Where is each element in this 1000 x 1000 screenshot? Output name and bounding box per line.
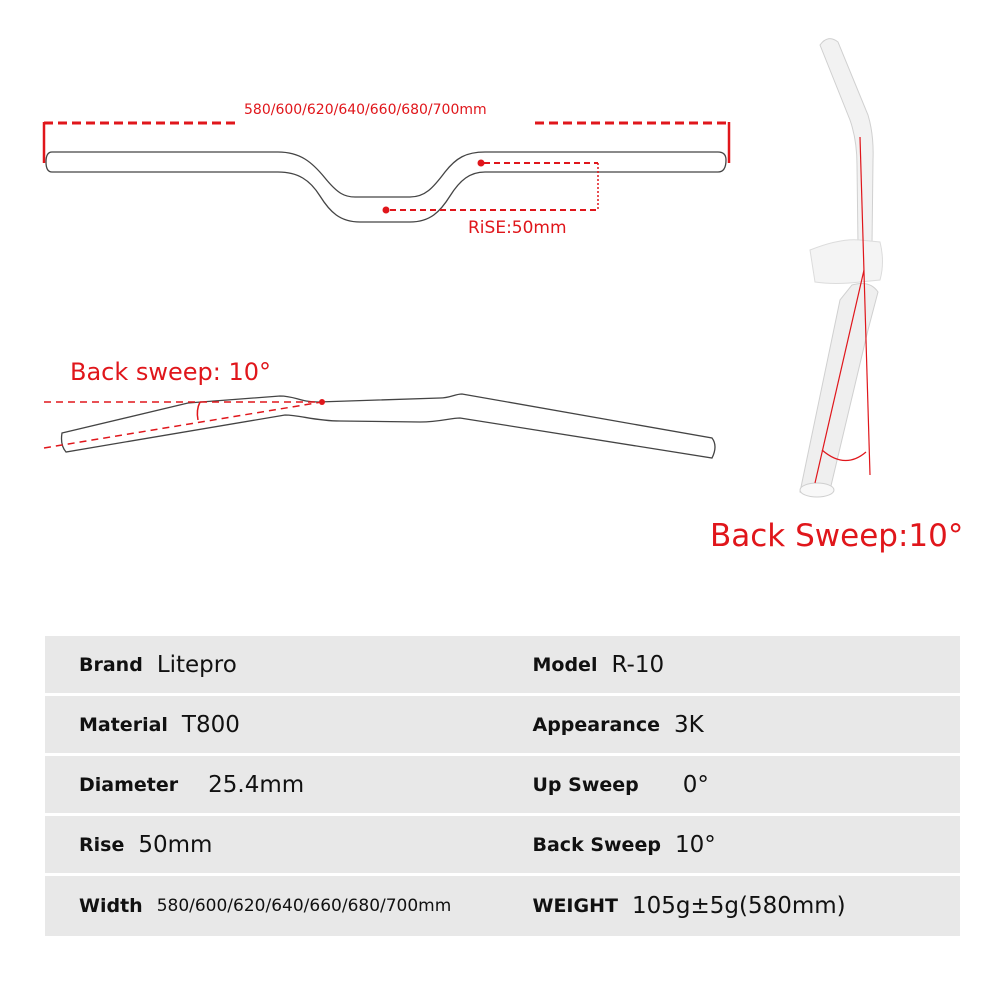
spec-cell-up-sweep: Up Sweep 0° bbox=[503, 772, 961, 798]
spec-cell-brand: Brand Litepro bbox=[45, 652, 503, 678]
spec-cell-rise: Rise 50mm bbox=[45, 832, 503, 858]
spec-value: 3K bbox=[673, 711, 704, 738]
spec-key: Width bbox=[79, 895, 143, 917]
spec-table: Brand Litepro Model R-10 Material T800 A… bbox=[45, 636, 960, 936]
spec-row-diameter-upsweep: Diameter 25.4mm Up Sweep 0° bbox=[45, 756, 960, 813]
spec-cell-model: Model R-10 bbox=[503, 652, 961, 678]
spec-value: 10° bbox=[674, 831, 716, 858]
spec-cell-material: Material T800 bbox=[45, 712, 503, 738]
spec-cell-width: Width 580/600/620/640/660/680/700mm bbox=[45, 895, 503, 917]
spec-value: T800 bbox=[181, 711, 240, 738]
spec-key: Rise bbox=[79, 833, 125, 856]
spec-cell-back-sweep: Back Sweep 10° bbox=[503, 832, 961, 858]
handlebar-drawings bbox=[42, 38, 883, 498]
spec-key: Brand bbox=[79, 653, 143, 676]
width-dimension bbox=[42, 121, 731, 163]
spec-value: 105g±5g(580mm) bbox=[631, 893, 846, 919]
rise-dimension bbox=[382, 159, 599, 214]
spec-row-rise-backsweep: Rise 50mm Back Sweep 10° bbox=[45, 816, 960, 873]
spec-value: R-10 bbox=[611, 651, 665, 678]
handlebar-diagrams: 580/600/620/640/660/680/700mm RiSE:50mm … bbox=[42, 38, 964, 554]
spec-row-material-appearance: Material T800 Appearance 3K bbox=[45, 696, 960, 753]
spec-key: Diameter bbox=[79, 773, 179, 796]
spec-key: WEIGHT bbox=[532, 895, 618, 917]
back-sweep-angle-side bbox=[814, 136, 871, 484]
width-range-label: 580/600/620/640/660/680/700mm bbox=[244, 102, 487, 118]
spec-cell-appearance: Appearance 3K bbox=[503, 712, 961, 738]
spec-cell-weight: WEIGHT 105g±5g(580mm) bbox=[503, 893, 961, 919]
side-view-handlebar bbox=[799, 38, 883, 498]
spec-value: 580/600/620/640/660/680/700mm bbox=[156, 896, 452, 916]
top-view-handlebar bbox=[60, 393, 716, 459]
back-sweep-angle-top bbox=[43, 399, 325, 449]
rise-label: RiSE:50mm bbox=[468, 218, 567, 238]
back-sweep-top-label: Back sweep: 10° bbox=[70, 358, 272, 386]
spec-row-width-weight: Width 580/600/620/640/660/680/700mm WEIG… bbox=[45, 876, 960, 936]
spec-value: 25.4mm bbox=[208, 771, 305, 798]
spec-key: Material bbox=[79, 713, 168, 736]
spec-value: 0° bbox=[682, 771, 709, 798]
spec-value: Litepro bbox=[156, 651, 237, 678]
back-sweep-side-label: Back Sweep:10° bbox=[710, 518, 964, 554]
spec-value: 50mm bbox=[138, 831, 213, 858]
spec-row-brand-model: Brand Litepro Model R-10 bbox=[45, 636, 960, 693]
spec-key: Model bbox=[532, 653, 598, 676]
spec-key: Appearance bbox=[532, 713, 660, 736]
spec-cell-diameter: Diameter 25.4mm bbox=[45, 772, 503, 798]
front-view-handlebar bbox=[45, 151, 727, 223]
spec-key: Up Sweep bbox=[532, 773, 639, 796]
spec-key: Back Sweep bbox=[532, 833, 661, 856]
